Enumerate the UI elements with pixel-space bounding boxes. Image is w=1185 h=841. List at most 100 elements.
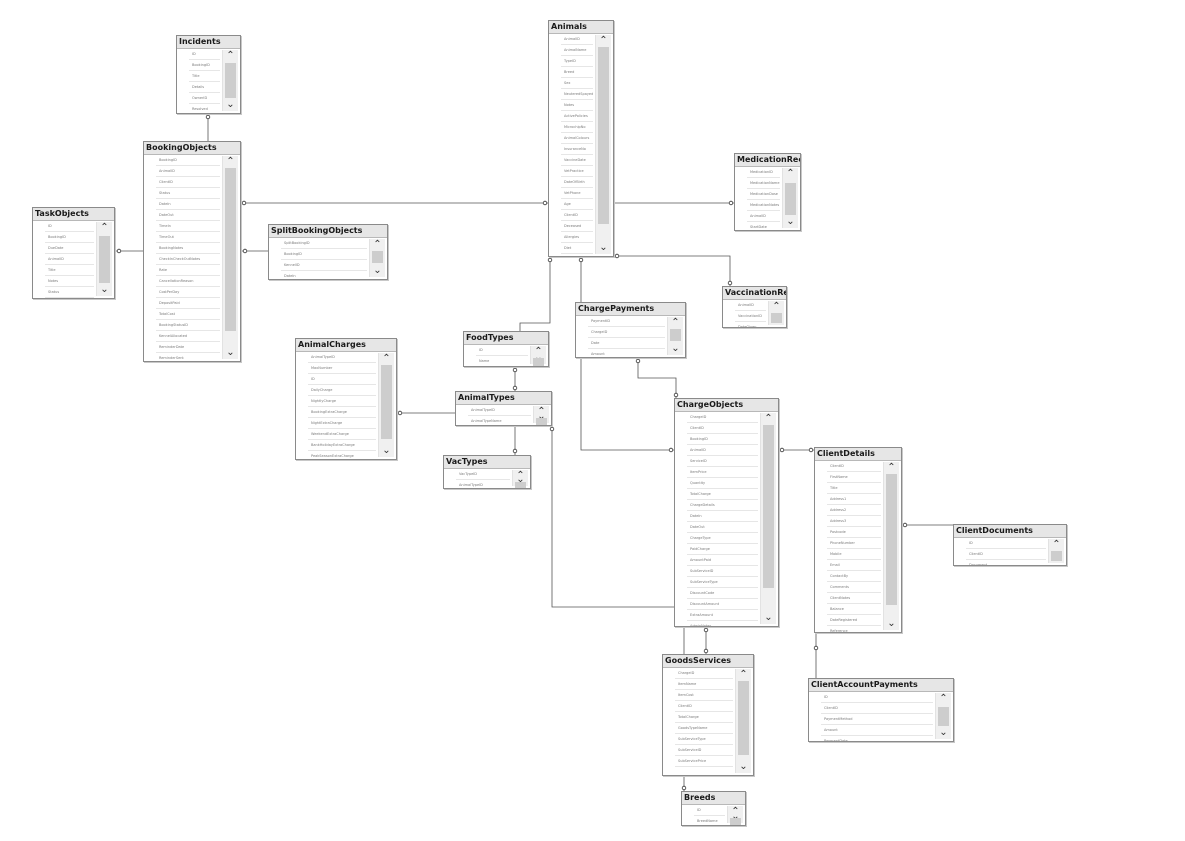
scrollbar[interactable]: ⌃⌄ [768, 301, 784, 325]
column-row[interactable]: ClientID [827, 461, 881, 472]
chevron-down-icon[interactable]: ⌄ [939, 727, 948, 738]
column-row[interactable]: VaccineDate [561, 155, 593, 166]
scrollbar-thumb[interactable] [938, 707, 949, 726]
scrollbar[interactable]: ⌃⌄ [735, 669, 751, 773]
column-row[interactable]: AnimalID [156, 166, 220, 177]
column-row[interactable]: AnimalTypeID [456, 480, 510, 488]
column-row[interactable]: Details [189, 82, 220, 93]
scrollbar-thumb[interactable] [1051, 551, 1062, 561]
column-row[interactable]: DiscountAmount [687, 599, 758, 610]
column-row[interactable]: ChargeDetails [687, 500, 758, 511]
chevron-down-icon[interactable]: ⌄ [537, 411, 546, 422]
scrollbar[interactable]: ⌃⌄ [595, 35, 611, 254]
scrollbar-thumb[interactable] [738, 681, 749, 755]
column-row[interactable]: ChargeID [687, 412, 758, 423]
column-row[interactable]: Deceased [561, 221, 593, 232]
chevron-up-icon[interactable]: ⌃ [939, 693, 948, 704]
column-row[interactable]: Address3 [827, 516, 881, 527]
column-row[interactable]: MedicationNotes [747, 200, 780, 211]
column-row[interactable]: AnimalColours [561, 133, 593, 144]
scrollbar-thumb[interactable] [730, 818, 741, 825]
chevron-down-icon[interactable]: ⌄ [887, 618, 896, 629]
column-row[interactable]: BankHolidayExtraCharge [308, 440, 376, 451]
column-row[interactable]: Weight [561, 254, 593, 256]
chevron-down-icon[interactable]: ⌄ [786, 216, 795, 227]
chevron-down-icon[interactable]: ⌄ [731, 811, 740, 822]
column-row[interactable]: NightExtraCharge [308, 418, 376, 429]
scrollbar-thumb[interactable] [771, 313, 782, 323]
column-row[interactable]: ID [45, 221, 94, 232]
chevron-up-icon[interactable]: ⌃ [382, 353, 391, 364]
column-row[interactable]: ID [966, 538, 1046, 549]
column-row[interactable]: Sex [561, 78, 593, 89]
column-row[interactable]: Amount [821, 725, 933, 736]
column-row[interactable]: BookingID [189, 60, 220, 71]
scrollbar[interactable]: ⌃⌄ [935, 693, 951, 739]
column-row[interactable]: DateIn [156, 199, 220, 210]
column-row[interactable]: Comments [827, 582, 881, 593]
column-row[interactable]: PaymentID [588, 316, 665, 327]
chevron-down-icon[interactable]: ⌄ [671, 343, 680, 354]
scrollbar[interactable]: ⌃⌄ [96, 222, 112, 296]
column-row[interactable]: Quantity [687, 478, 758, 489]
scrollbar[interactable]: ⌃⌄ [222, 156, 238, 359]
chevron-up-icon[interactable]: ⌃ [537, 406, 546, 417]
column-row[interactable]: KennelID [281, 260, 367, 271]
scrollbar[interactable]: ⌃⌄ [533, 406, 549, 425]
column-row[interactable]: DueDate [45, 243, 94, 254]
column-row[interactable]: AnimalID [687, 445, 758, 456]
scrollbar[interactable]: ⌃⌄ [883, 462, 899, 630]
rel-animaltypes-chargeobjects[interactable] [551, 426, 674, 608]
chevron-up-icon[interactable]: ⌃ [226, 50, 235, 61]
scrollbar[interactable]: ⌃⌄ [378, 353, 394, 457]
column-row[interactable]: ClientID [675, 701, 733, 712]
column-row[interactable]: Address2 [827, 505, 881, 516]
column-row[interactable]: AnimalID [561, 34, 593, 45]
chevron-down-icon[interactable]: ⌄ [373, 265, 382, 276]
column-row[interactable]: ClientNotes [827, 593, 881, 604]
scrollbar-thumb[interactable] [99, 236, 110, 283]
column-row[interactable]: ID [189, 49, 220, 60]
column-row[interactable]: Notes [45, 276, 94, 287]
chevron-up-icon[interactable]: ⌃ [516, 470, 525, 481]
column-row[interactable]: BookingStatusID [156, 320, 220, 331]
rel-chargepayments-chargeobjects[interactable] [637, 358, 677, 398]
column-row[interactable]: AdminNotes [687, 621, 758, 626]
column-row[interactable]: ClientID [561, 210, 593, 221]
scrollbar-thumb[interactable] [225, 63, 236, 98]
column-row[interactable]: ID [476, 345, 528, 356]
chevron-down-icon[interactable]: ⌄ [531, 352, 546, 364]
column-row[interactable]: DepositPaid [156, 298, 220, 309]
scrollbar-thumb[interactable] [536, 418, 547, 425]
column-row[interactable]: ChargeID [675, 668, 733, 679]
column-row[interactable]: Notes [561, 100, 593, 111]
chevron-down-icon[interactable]: ⌄ [100, 284, 109, 295]
column-row[interactable]: ReminderSent [156, 353, 220, 361]
rel-animals-foodtypes[interactable] [519, 257, 551, 331]
chevron-down-icon[interactable]: ⌄ [382, 445, 391, 456]
column-row[interactable]: Document [966, 560, 1046, 565]
column-row[interactable]: VetPhone [561, 188, 593, 199]
scrollbar[interactable]: ⌃⌄ [782, 168, 798, 228]
column-row[interactable]: TotalCost [156, 309, 220, 320]
column-row[interactable]: NeuteredSpayed [561, 89, 593, 100]
column-row[interactable]: DailyCharge [308, 385, 376, 396]
column-row[interactable]: DateOut [687, 522, 758, 533]
column-row[interactable]: Resolved [189, 104, 220, 113]
chevron-up-icon[interactable]: ⌃ [534, 346, 543, 357]
column-row[interactable]: BookingID [687, 434, 758, 445]
column-row[interactable]: SplitBookingID [281, 238, 367, 249]
column-row[interactable]: AnimalTypeID [308, 352, 376, 363]
column-row[interactable]: Status [45, 287, 94, 298]
scrollbar[interactable]: ⌃⌄ [667, 317, 683, 355]
column-row[interactable]: TotalCharge [675, 712, 733, 723]
scrollbar[interactable]: ⌃⌄ [760, 413, 776, 624]
column-row[interactable]: SubServiceType [687, 577, 758, 588]
